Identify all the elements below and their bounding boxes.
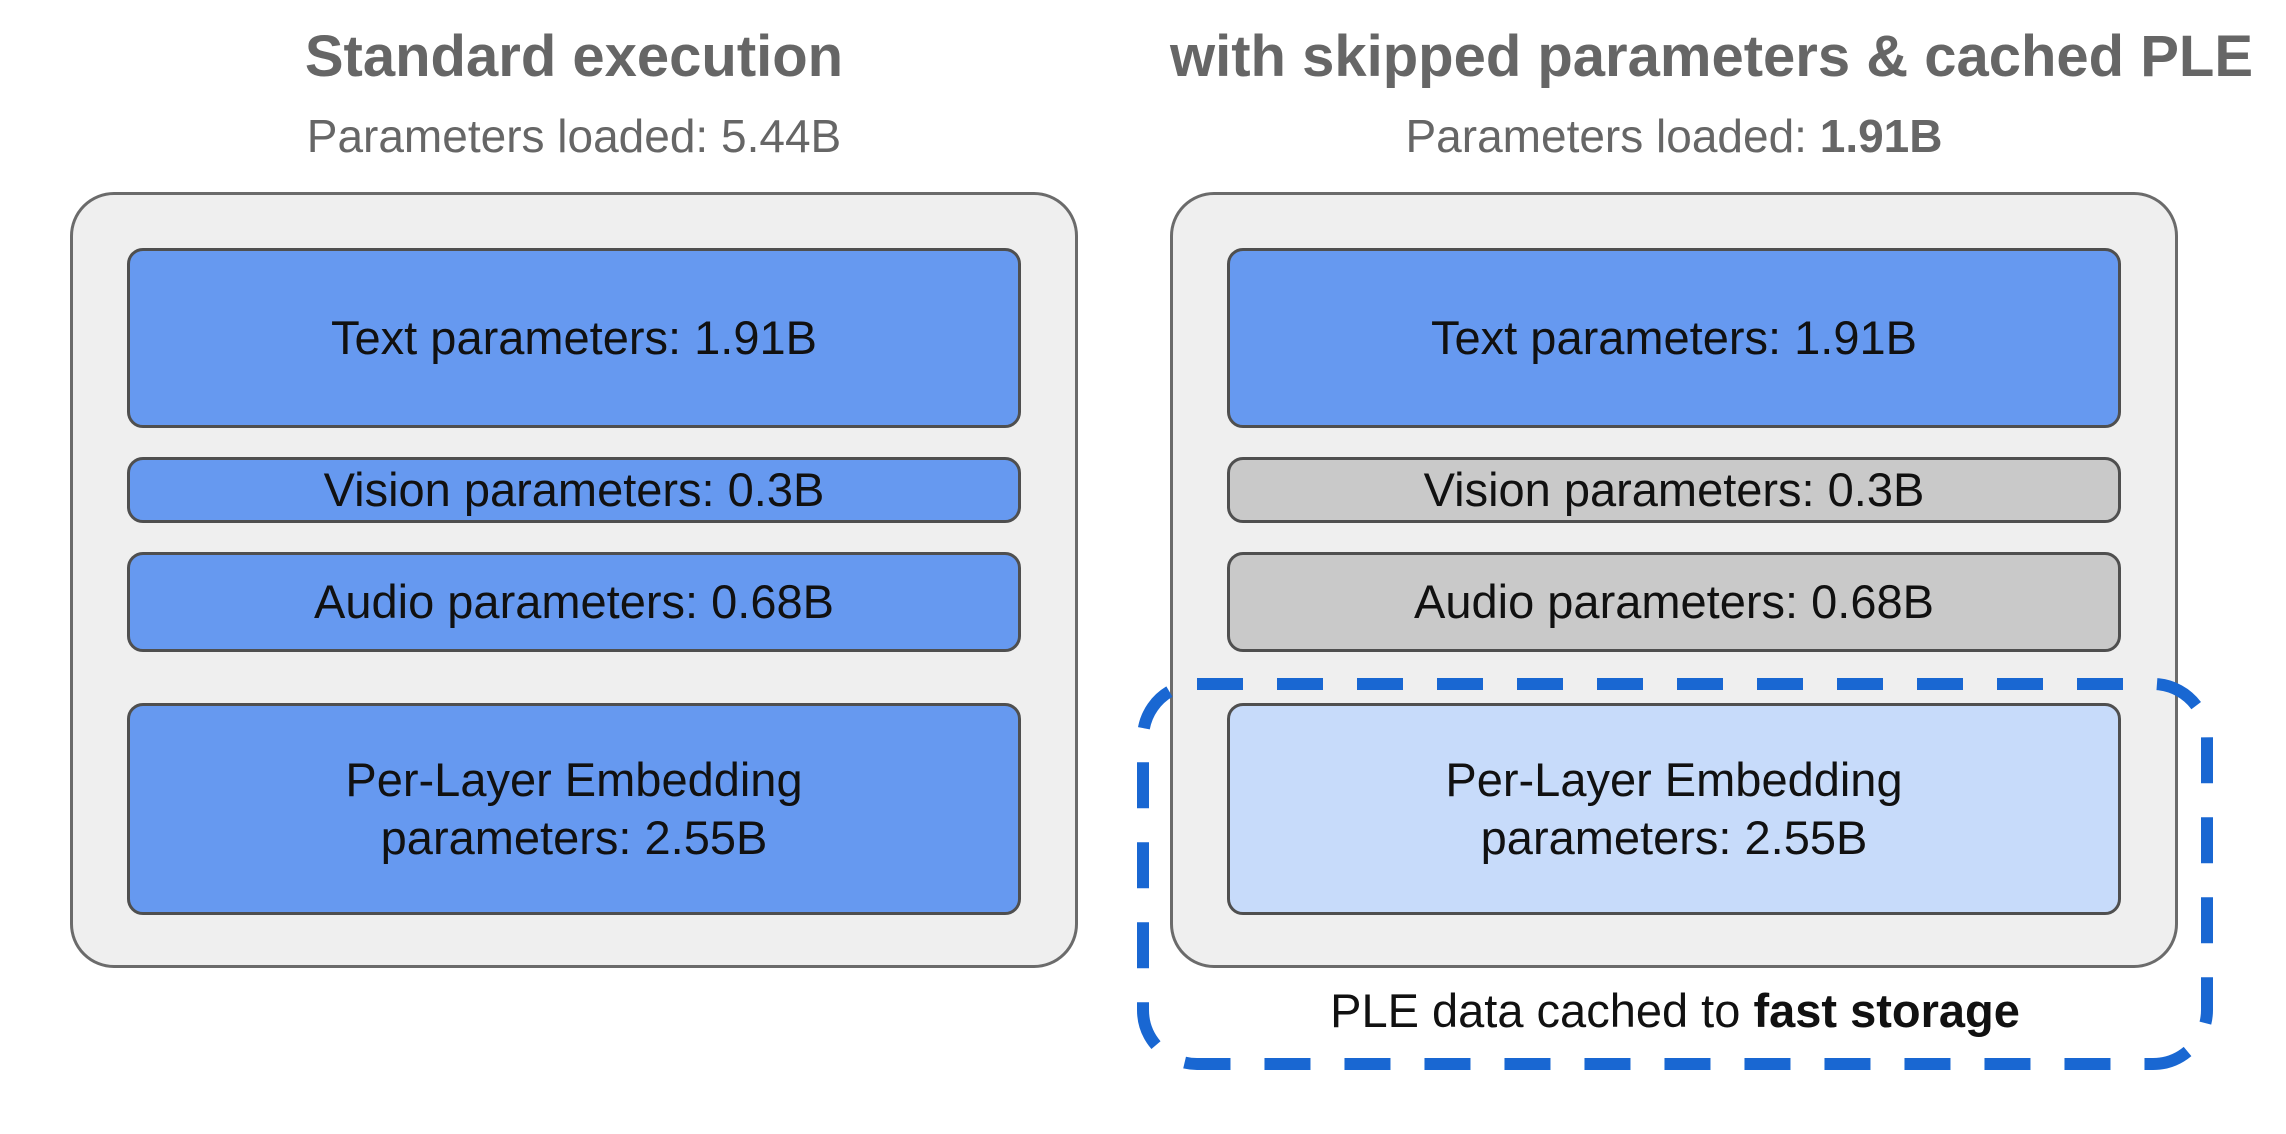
right-subtitle-value: 1.91B: [1819, 110, 1943, 162]
left-ple-params-label-line2: parameters: 2.55B: [380, 811, 768, 864]
ple-cache-note: PLE data cached to fast storage: [1137, 982, 2213, 1040]
right-text-params-label: Text parameters: 1.91B: [1431, 310, 1917, 364]
right-parameters-container: Text parameters: 1.91B Vision parameters…: [1170, 192, 2178, 968]
left-subtitle-value: 5.44B: [721, 110, 842, 162]
right-subtitle-prefix: Parameters loaded:: [1405, 110, 1820, 162]
right-ple-params-label-line2: parameters: 2.55B: [1480, 811, 1868, 864]
right-vision-params-label: Vision parameters: 0.3B: [1423, 462, 1925, 516]
left-text-params-label: Text parameters: 1.91B: [331, 310, 817, 364]
right-panel-title: with skipped parameters & cached PLE: [1170, 24, 2254, 89]
right-ple-params-label-line1: Per-Layer Embedding: [1445, 752, 1903, 806]
left-ple-params-box: Per-Layer Embedding parameters: 2.55B: [127, 703, 1021, 915]
right-panel-subtitle: Parameters loaded: 1.91B: [1170, 108, 2178, 164]
left-parameters-container: Text parameters: 1.91B Vision parameters…: [70, 192, 1078, 968]
ple-cache-note-prefix: PLE data cached to: [1330, 984, 1754, 1037]
left-panel-title: Standard execution: [304, 24, 844, 89]
left-vision-params-label: Vision parameters: 0.3B: [323, 462, 825, 516]
right-text-params-box: Text parameters: 1.91B: [1227, 248, 2121, 428]
left-text-params-box: Text parameters: 1.91B: [127, 248, 1021, 428]
left-ple-params-label-line1: Per-Layer Embedding: [345, 752, 803, 806]
right-ple-params-box: Per-Layer Embedding parameters: 2.55B: [1227, 703, 2121, 915]
right-audio-params-label: Audio parameters: 0.68B: [1414, 574, 1934, 628]
left-audio-params-label: Audio parameters: 0.68B: [314, 574, 834, 628]
right-audio-params-box: Audio parameters: 0.68B: [1227, 552, 2121, 652]
left-subtitle-prefix: Parameters loaded:: [306, 110, 721, 162]
left-panel-subtitle: Parameters loaded: 5.44B: [70, 108, 1078, 164]
left-vision-params-box: Vision parameters: 0.3B: [127, 457, 1021, 523]
ple-cache-note-bold: fast storage: [1753, 984, 2020, 1037]
left-audio-params-box: Audio parameters: 0.68B: [127, 552, 1021, 652]
right-vision-params-box: Vision parameters: 0.3B: [1227, 457, 2121, 523]
